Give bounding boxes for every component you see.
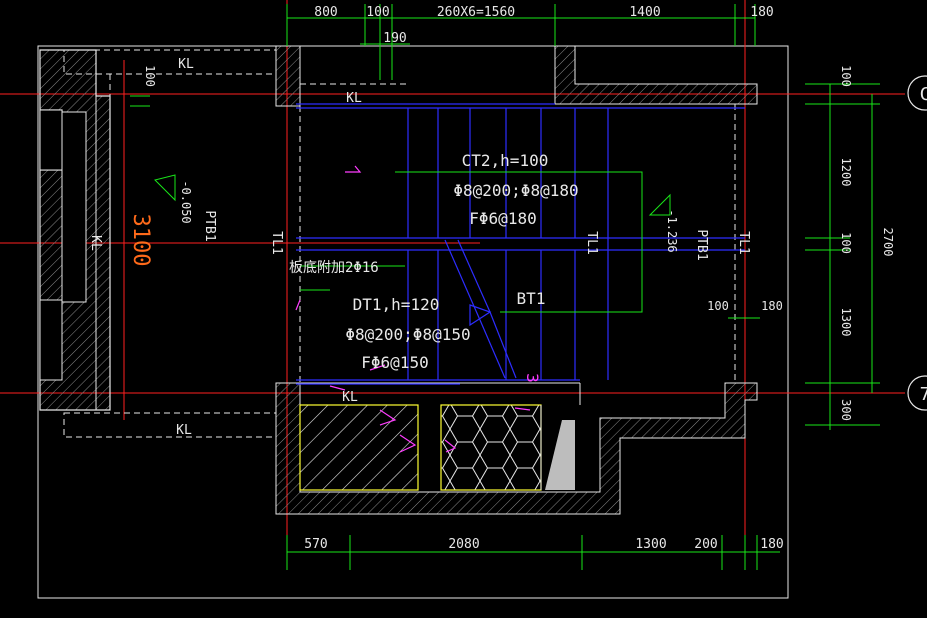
dim-top-1560: 260X6=1560 xyxy=(437,5,515,20)
beam-label-kl-top: KL xyxy=(346,91,362,106)
bottom-dimension-lines xyxy=(286,535,780,570)
dim-top-1400: 1400 xyxy=(629,5,660,20)
dim-bottom-1300: 1300 xyxy=(635,537,666,552)
dim-top-190: 190 xyxy=(383,31,406,46)
tl-label-left: TL1 xyxy=(269,231,284,254)
bt1-label: BT1 xyxy=(517,289,546,308)
tl-label-right: TL1 xyxy=(736,231,751,254)
dim-left-span-3100: 3100 xyxy=(128,214,153,267)
ct2-rebar-1: Φ8@200;Φ8@180 xyxy=(453,181,578,200)
ct2-name: CT2,h=100 xyxy=(462,151,549,170)
dim-right-total-2700: 2700 xyxy=(881,228,895,257)
dim-top-180: 180 xyxy=(750,5,773,20)
dim-mid-180: 180 xyxy=(761,299,783,313)
axis-bubble-7: 7 xyxy=(920,384,927,405)
dim-top-100: 100 xyxy=(366,5,389,20)
top-dimension-lines xyxy=(286,4,756,80)
outer-frame xyxy=(37,45,789,599)
axis-bubbles xyxy=(907,75,927,411)
section-marks xyxy=(295,165,531,453)
dim-bottom-180: 180 xyxy=(760,537,783,552)
dim-right-1300: 1300 xyxy=(839,308,853,337)
dim-bottom-2080: 2080 xyxy=(448,537,479,552)
dim-right-1200: 1200 xyxy=(839,158,853,187)
dim-mid-100: 100 xyxy=(707,299,729,313)
beam-label-kl-bottom-left: KL xyxy=(176,423,192,438)
leader-lines xyxy=(154,171,671,313)
dim-bottom-200: 200 xyxy=(694,537,717,552)
dt1-rebar-2: FΦ6@150 xyxy=(361,353,428,372)
stair-rebar-lines xyxy=(296,103,745,385)
left-wall xyxy=(39,49,111,411)
right-dimension-lines xyxy=(130,83,880,430)
drawing-labels: 800 100 260X6=1560 1400 180 190 570 2080 1300 200… xyxy=(88,5,927,552)
dt1-rebar-1: Φ8@200;Φ8@150 xyxy=(345,325,470,344)
dim-bottom-570: 570 xyxy=(304,537,327,552)
small-mark-3: 3 xyxy=(523,373,542,383)
beam-label-kl-bottom: KL xyxy=(342,390,358,405)
beam-label-kl-left-vert: KL xyxy=(88,235,103,251)
beam-label-kl-top-left: KL xyxy=(178,57,194,72)
dim-left-100: 100 xyxy=(143,65,157,87)
interior-dashed-outline xyxy=(299,83,736,383)
tl-label-mid: TL1 xyxy=(584,231,599,254)
dim-right-300: 300 xyxy=(839,399,853,421)
dt1-name: DT1,h=120 xyxy=(353,295,440,314)
central-walls xyxy=(275,45,758,515)
ct2-rebar-2: FΦ6@180 xyxy=(469,209,536,228)
axis-bubble-c: C xyxy=(920,84,927,105)
slab-left-name: PTB1 xyxy=(202,210,217,241)
dim-right-100b: 100 xyxy=(839,232,853,254)
slab-right-name: PTB1 xyxy=(694,229,709,260)
additional-rebar-note: 板底附加2Φ16 xyxy=(289,260,379,276)
dim-right-100: 100 xyxy=(839,65,853,87)
slab-left-level: -0.050 xyxy=(179,180,193,223)
dim-top-800: 800 xyxy=(314,5,337,20)
slab-right-level: -1.236 xyxy=(665,209,679,252)
